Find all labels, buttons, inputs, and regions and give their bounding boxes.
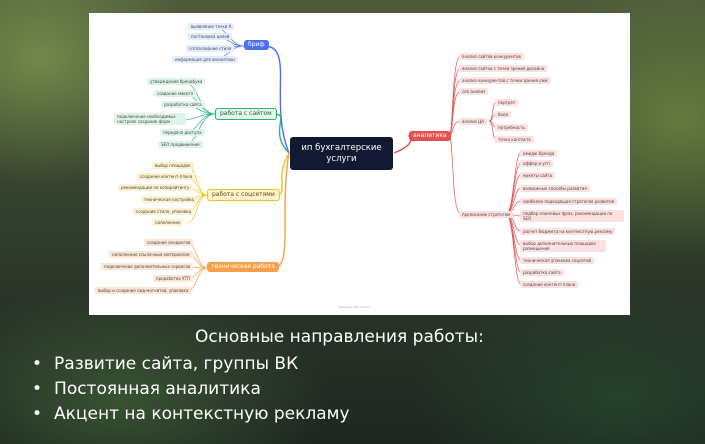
analytics-item[interactable]: анализ сайтов с точки зрения дизайна: [459, 65, 548, 72]
strategy-item[interactable]: разработка сайта: [520, 269, 564, 276]
brief-item[interactable]: выявление точки А: [188, 23, 235, 30]
strategy-item[interactable]: создание контент-плана: [520, 281, 579, 288]
website-item[interactable]: создание макета: [154, 90, 197, 97]
bullet-item: Акцент на контекстную рекламу: [32, 402, 350, 427]
slide-heading: Основные направления работы:: [195, 327, 484, 347]
social-item[interactable]: наполнение: [152, 219, 184, 226]
watermark: Powered with xmind: [339, 305, 370, 309]
strategy-item[interactable]: оффер и утп: [520, 160, 553, 167]
technical-item[interactable]: подключение дополнительных сервисов: [101, 263, 194, 270]
social-item[interactable]: создание стиля, упаковка: [133, 208, 195, 215]
root-node[interactable]: ип бухгалтерские услуги: [290, 137, 393, 170]
ca-item[interactable]: портрет: [495, 99, 519, 106]
social-item[interactable]: выбор площадок: [152, 162, 194, 169]
technical-item[interactable]: выбор и создание лид-магнитов, упаковка: [95, 287, 192, 294]
strategy-item[interactable]: техническая упаковка соцсетей: [520, 257, 595, 264]
ca-item[interactable]: потребность: [495, 124, 528, 131]
social-item[interactable]: техническая настройка: [141, 196, 197, 203]
branch-website[interactable]: работа с сайтом: [215, 108, 277, 120]
ca-item[interactable]: боли: [495, 111, 512, 118]
branch-analytics[interactable]: аналитика: [409, 131, 451, 141]
technical-item[interactable]: проработка УТП: [153, 275, 193, 282]
strategy-item[interactable]: наиболее подходящая стратегия развития: [520, 198, 618, 205]
strategy-item[interactable]: возможные способы развития: [520, 185, 590, 192]
website-item[interactable]: утверждение брендбука: [147, 78, 206, 85]
brief-item[interactable]: информация для аналитики: [172, 56, 238, 63]
brief-item[interactable]: постановка целей: [188, 33, 233, 40]
brief-item[interactable]: согласование стиля: [186, 45, 235, 52]
branch-technical[interactable]: техническая работа: [207, 262, 279, 272]
analytics-item[interactable]: прописание стратегии: [459, 211, 514, 218]
mindmap-panel: ип бухгалтерские услуги бриф выявление т…: [89, 13, 630, 315]
strategy-item[interactable]: подбор ключевых фраз, рекомендации по SE…: [520, 210, 624, 222]
analytics-item[interactable]: сeo анализ: [459, 88, 489, 95]
social-item[interactable]: создание контент-плана: [137, 173, 196, 180]
bullet-item: Развитие сайта, группы ВК: [32, 352, 350, 377]
website-item[interactable]: передача доступа: [160, 129, 205, 136]
technical-item[interactable]: наполнение ссылочным материалом: [109, 251, 193, 258]
strategy-item[interactable]: имидж бренда: [520, 150, 558, 157]
ca-item[interactable]: точка контакта: [495, 136, 534, 143]
website-item[interactable]: разработка сайта: [161, 101, 205, 108]
strategy-item[interactable]: выбор дополнительных площадок размещения: [520, 240, 606, 252]
slide-bullets: Развитие сайта, группы ВК Постоянная ана…: [32, 352, 350, 427]
analytics-item[interactable]: анализ ЦА: [459, 118, 487, 125]
analytics-item[interactable]: анализ конкурентов с точки зрения смм: [459, 77, 551, 84]
strategy-item[interactable]: макеты сайта: [520, 172, 556, 179]
bullet-item: Постоянная аналитика: [32, 377, 350, 402]
analytics-item[interactable]: анализ сайтов конкурентов: [459, 53, 524, 60]
website-item[interactable]: SEO продвижение: [158, 141, 203, 148]
website-item[interactable]: подключение необходимых настроек создани…: [114, 113, 186, 125]
technical-item[interactable]: создание лендингов: [144, 239, 194, 246]
social-item[interactable]: рекомендации по копирайтингу: [118, 184, 193, 191]
strategy-item[interactable]: расчет бюджета на контекстную рекламу: [520, 228, 616, 235]
branch-brief[interactable]: бриф: [244, 40, 269, 50]
branch-social[interactable]: работа с соцсетями: [207, 189, 280, 201]
